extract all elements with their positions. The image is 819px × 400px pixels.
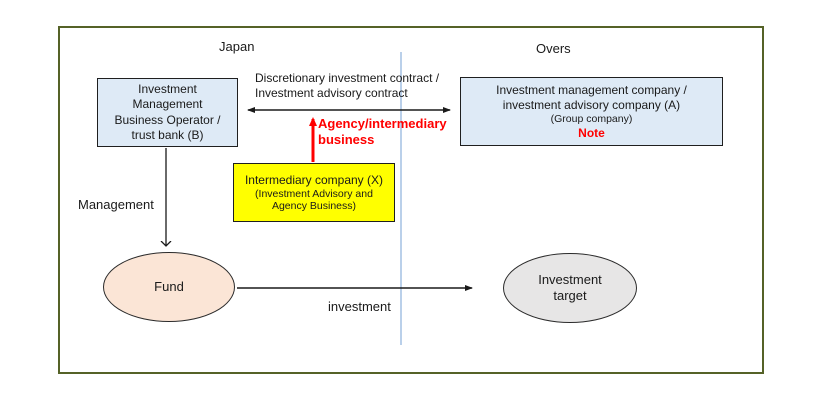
region-label-overseas: Overs [536,41,571,56]
edge-label-investment: investment [328,299,391,314]
region-label-japan: Japan [219,39,255,54]
edge-label-contract: Discretionary investment contract / Inve… [255,71,440,100]
node-company-a-note: Note [578,126,605,140]
node-intermediary-label: Intermediary company (X) [244,172,384,187]
node-operator-b-label: Investment Management Business Operator … [114,81,221,143]
node-investment-company-a: Investment management company / investme… [460,77,723,146]
node-company-a-sublabel: (Group company) [550,113,633,125]
node-investment-target-label: Investment target [538,272,602,303]
node-intermediary-sublabel: (Investment Advisory and Agency Business… [255,187,373,213]
node-company-a-label: Investment management company / investme… [496,83,687,112]
node-fund: Fund [103,252,235,322]
node-investment-target: Investment target [503,253,637,323]
node-investment-management-operator-b: Investment Management Business Operator … [97,78,238,147]
edge-label-agency-business: Agency/intermediary business [318,116,447,147]
node-fund-label: Fund [154,279,184,294]
edge-label-management: Management [78,197,154,212]
node-intermediary-company-x: Intermediary company (X) (Investment Adv… [233,163,395,222]
